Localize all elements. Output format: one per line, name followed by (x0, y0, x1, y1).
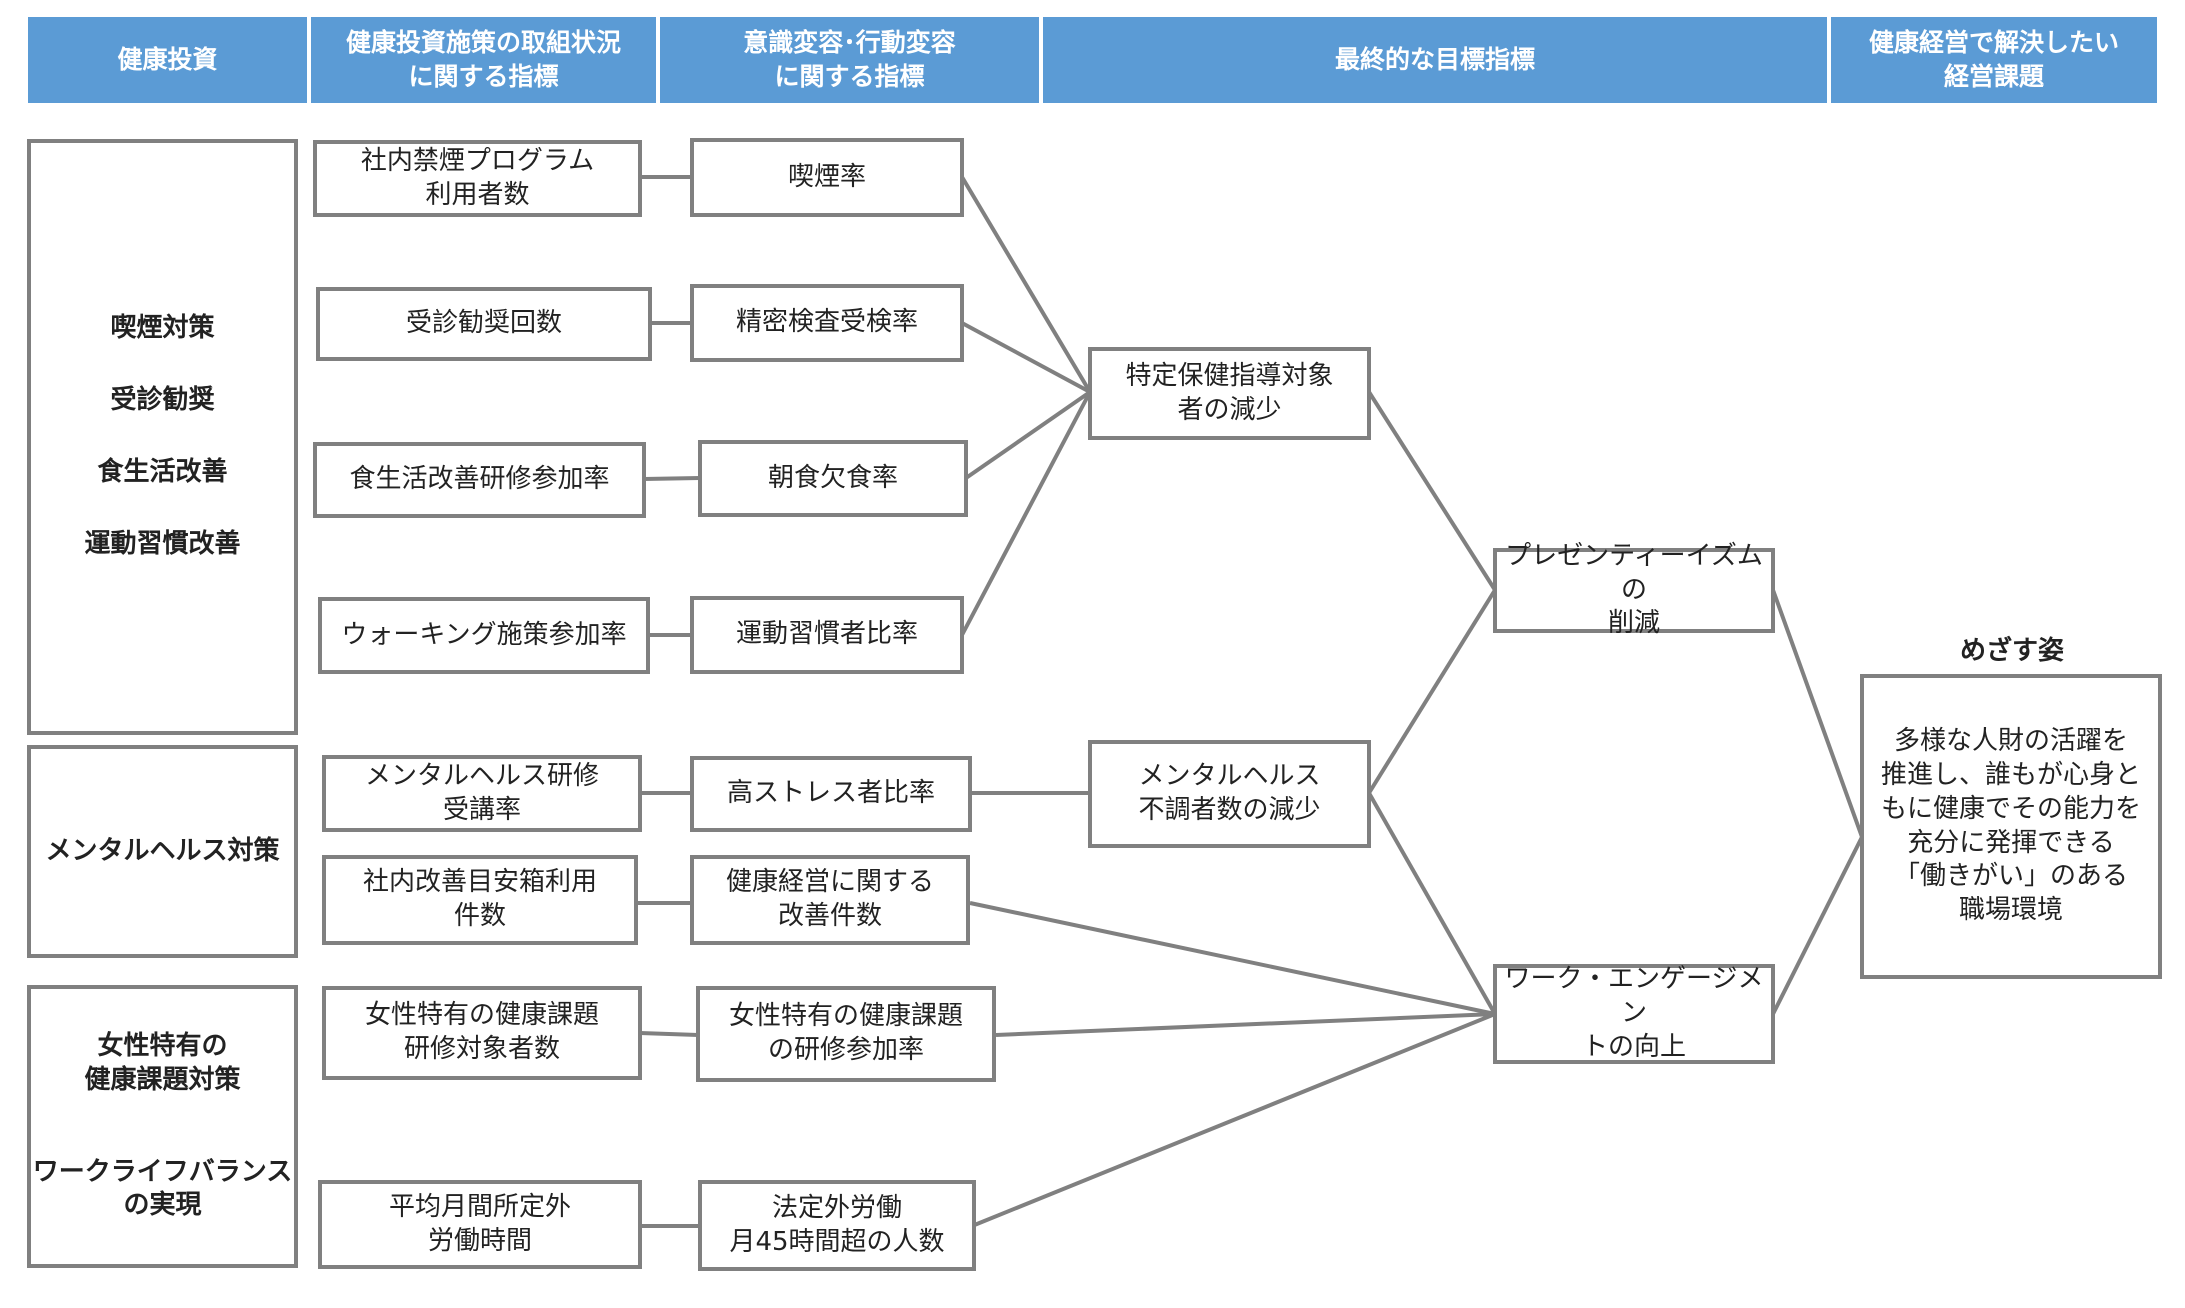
box-line: 労働時間 (427, 1225, 532, 1256)
behavior-improvement-count: 健康経営に関する 改善件数 (690, 855, 970, 945)
investment-item: の実現 (123, 1190, 202, 1221)
investment-item: 女性特有の (97, 1030, 228, 1061)
target-health-guidance-reduction: 特定保健指導対象 者の減少 (1088, 347, 1371, 440)
header-line: 意識変容･行動変容 (743, 28, 956, 58)
investment-item: ワークライフバランス (32, 1156, 293, 1187)
behavior-exercise-habit-ratio: 運動習慣者比率 (690, 596, 964, 674)
investment-group-mental-health: メンタルヘルス対策 (27, 745, 298, 958)
header-line: に関する指標 (774, 62, 925, 91)
box-line: 不調者数の減少 (1138, 795, 1321, 825)
target-mental-disorder-reduction: メンタルヘルス 不調者数の減少 (1088, 740, 1371, 848)
box-line: 食生活改善研修参加率 (349, 464, 610, 495)
investment-item: 運動習慣改善 (84, 528, 241, 559)
box-line: メンタルヘルス (1138, 761, 1321, 792)
measure-diet-training-participation: 食生活改善研修参加率 (313, 442, 646, 518)
header-measure-indicators: 健康投資施策の取組状況 に関する指標 (311, 17, 656, 103)
box-line: 平均月間所定外 (388, 1191, 571, 1222)
header-final-targets: 最終的な目標指標 (1043, 17, 1827, 103)
measure-mental-training-attendance: メンタルヘルス研修 受講率 (322, 755, 642, 832)
box-line: 削減 (1607, 608, 1660, 639)
behavior-breakfast-skipping-rate: 朝食欠食率 (698, 440, 968, 517)
header-line: 健康経営で解決したい (1868, 28, 2119, 58)
header-line: 最終的な目標指標 (1334, 45, 1535, 75)
investment-item: メンタルヘルス対策 (45, 835, 280, 866)
target-presenteeism-reduction: プレゼンティーイズムの 削減 (1493, 541, 1775, 638)
investment-item: 受診勧奨 (110, 385, 215, 416)
header-health-investment: 健康投資 (28, 17, 307, 103)
measure-checkup-recommendations: 受診勧奨回数 (316, 287, 652, 361)
header-behavior-indicators: 意識変容･行動変容 に関する指標 (660, 17, 1039, 103)
box-line: 女性特有の健康課題 (364, 1000, 599, 1031)
measure-smoking-program-users: 社内禁煙プログラム 利用者数 (313, 140, 642, 217)
investment-group-lifestyle: 喫煙対策 受診勧奨 食生活改善 運動習慣改善 (27, 139, 298, 735)
box-line: 法定外労働 (771, 1192, 902, 1223)
behavior-high-stress-ratio: 高ストレス者比率 (690, 756, 972, 832)
target-work-engagement-improvement: ワーク・エンゲージメン トの向上 (1493, 964, 1775, 1064)
goal-line: 職場環境 (1958, 895, 2063, 926)
box-line: 研修対象者数 (403, 1034, 560, 1064)
box-line: 女性特有の健康課題 (728, 1001, 963, 1032)
goal-line: もに健康でその能力を (1880, 793, 2141, 824)
measure-walking-participation: ウォーキング施策参加率 (318, 597, 650, 674)
behavior-overtime-over45h: 法定外労働 月45時間超の人数 (698, 1180, 976, 1271)
box-line: 受講率 (442, 794, 521, 825)
goal-line: 多様な人財の活躍を (1893, 726, 2128, 757)
behavior-smoking-rate: 喫煙率 (690, 138, 964, 217)
box-line: 精密検査受検率 (735, 307, 918, 338)
box-line: 社内改善目安箱利用 (362, 867, 597, 898)
box-line: 喫煙率 (787, 161, 866, 192)
header-management-issues: 健康経営で解決したい 経営課題 (1831, 17, 2157, 103)
box-line: 健康経営に関する (725, 867, 934, 898)
behavior-women-training-participation: 女性特有の健康課題 の研修参加率 (696, 986, 996, 1082)
header-line: 健康投資施策の取組状況 (345, 28, 621, 58)
box-line: 件数 (453, 901, 506, 931)
box-line: ワーク・エンゲージメン (1504, 964, 1764, 1029)
goal-vision-box: 多様な人財の活躍を 推進し、誰もが心身と もに健康でその能力を 充分に発揮できる… (1860, 674, 2162, 979)
goal-line: 充分に発揮できる (1907, 827, 2115, 858)
goal-label: めざす姿 (1960, 636, 2065, 666)
investment-group-women-worklife: 女性特有の 健康課題対策 ワークライフバランス の実現 (27, 985, 298, 1268)
header-line: 健康投資 (117, 45, 218, 75)
goal-line: 推進し、誰もが心身と (1880, 759, 2141, 790)
box-line: 朝食欠食率 (767, 462, 898, 493)
box-line: 受診勧奨回数 (405, 308, 562, 339)
header-line: 経営課題 (1943, 62, 2044, 91)
box-line: の研修参加率 (767, 1035, 924, 1065)
measure-women-training-targets: 女性特有の健康課題 研修対象者数 (322, 986, 642, 1080)
box-line: 高ストレス者比率 (726, 778, 935, 809)
box-line: 特定保健指導対象 (1125, 360, 1334, 391)
box-line: ウォーキング施策参加率 (341, 619, 627, 650)
measure-suggestion-box-usage: 社内改善目安箱利用 件数 (322, 855, 638, 945)
behavior-detailed-exam-rate: 精密検査受検率 (690, 284, 964, 362)
goal-line: 「働きがい」のある (1893, 861, 2128, 892)
box-line: トの向上 (1581, 1031, 1686, 1062)
measure-overtime-hours: 平均月間所定外 労働時間 (318, 1180, 642, 1269)
investment-item: 喫煙対策 (110, 313, 215, 344)
investment-item: 食生活改善 (97, 457, 228, 487)
investment-item: 健康課題対策 (84, 1064, 241, 1095)
header-line: に関する指標 (408, 62, 559, 91)
box-line: 社内禁煙プログラム (360, 145, 595, 176)
box-line: 運動習慣者比率 (735, 619, 918, 650)
box-line: 月45時間超の人数 (729, 1226, 945, 1257)
box-line: 改善件数 (777, 901, 882, 931)
box-line: 利用者数 (425, 179, 530, 210)
box-line: メンタルヘルス研修 (364, 760, 599, 791)
box-line: プレゼンティーイズムの (1505, 540, 1763, 605)
box-line: 者の減少 (1177, 394, 1282, 425)
